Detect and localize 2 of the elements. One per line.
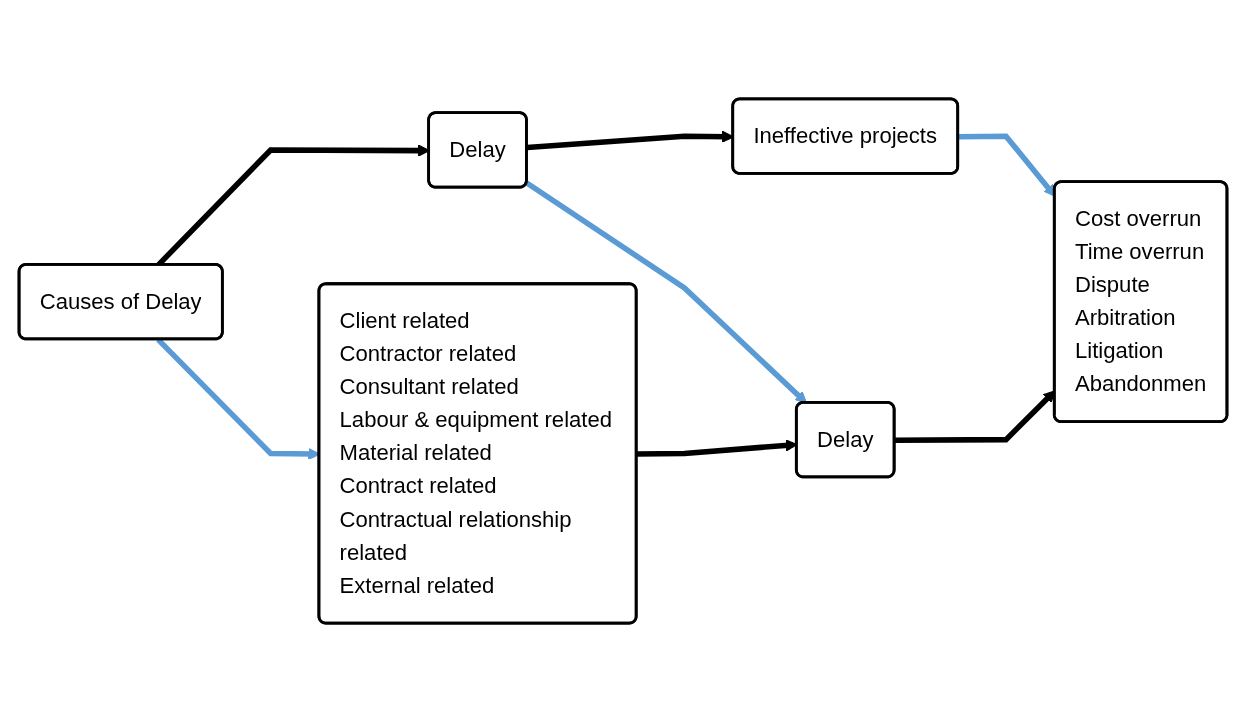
arrow xyxy=(524,180,807,404)
arrow xyxy=(957,133,1055,197)
